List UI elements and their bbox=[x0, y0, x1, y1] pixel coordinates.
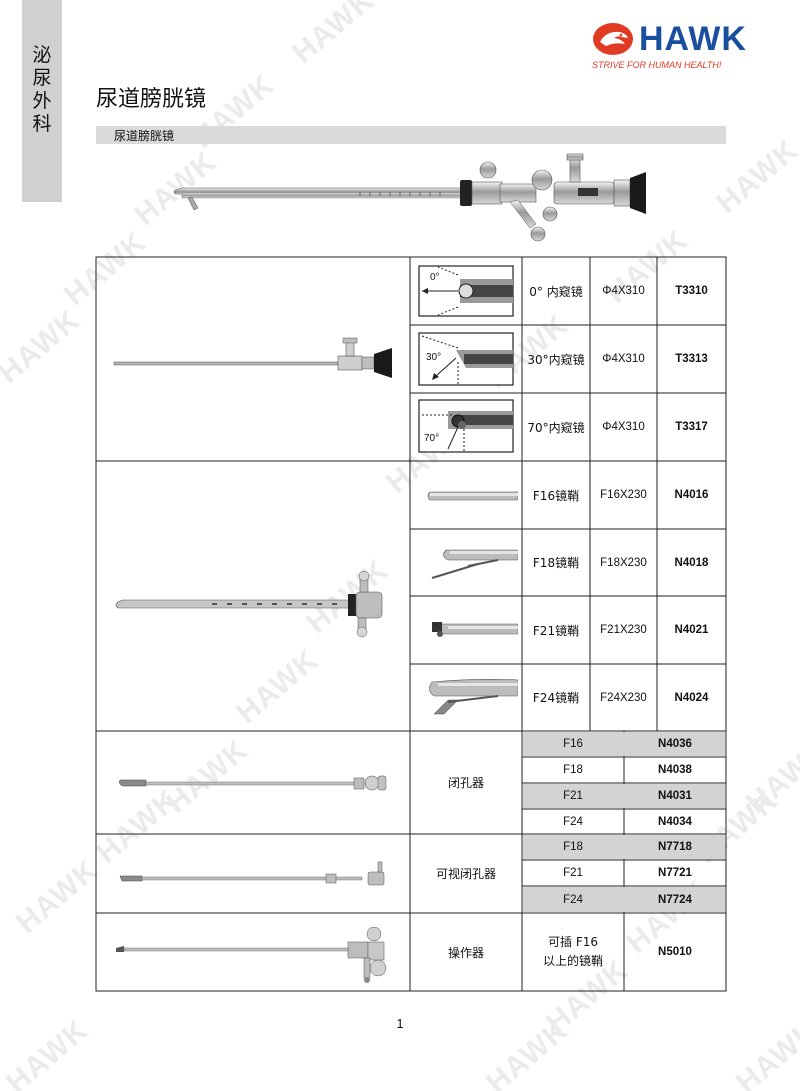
obturator-code: N4036 bbox=[658, 738, 692, 750]
sheath-name: F16镜鞘 bbox=[532, 488, 580, 503]
obturator-code: N4031 bbox=[658, 790, 692, 802]
telescope-code: T3317 bbox=[675, 421, 708, 433]
side-char: 泌 bbox=[32, 44, 52, 66]
working-element-desc-line: 可插 F16 bbox=[548, 935, 598, 949]
telescope-spec: Φ4X310 bbox=[602, 353, 645, 365]
sheath-name: F21镜鞘 bbox=[532, 623, 580, 638]
shaded-row bbox=[523, 784, 725, 808]
angle-label: 70° bbox=[424, 433, 439, 444]
telescope-name: 70°内窥镜 bbox=[527, 420, 585, 435]
sheath-code: N4018 bbox=[674, 556, 709, 569]
angle-30-tip-diagram: 30° bbox=[418, 332, 514, 386]
section-label: 尿道膀胱镜 bbox=[114, 129, 175, 143]
obturator-size: F21 bbox=[563, 790, 583, 802]
visual-obturator-code: N7724 bbox=[658, 893, 692, 906]
sheath-code: N4021 bbox=[674, 624, 709, 636]
telescope-name: 0° 内窥镜 bbox=[529, 284, 583, 299]
obturator-size: F18 bbox=[563, 764, 583, 776]
telescope-image bbox=[113, 337, 392, 378]
hawk-emblem-icon bbox=[593, 23, 633, 55]
brand-logo: HAWK STRIVE FOR HUMAN HEALTH! bbox=[592, 20, 746, 72]
page-title: 尿道膀胱镜 bbox=[96, 87, 207, 112]
visual-obturator-size: F24 bbox=[563, 893, 583, 906]
brand-name: HAWK bbox=[639, 20, 747, 58]
sheath-spec: F18X230 bbox=[600, 556, 647, 569]
angle-label: 0° bbox=[430, 272, 440, 283]
working-element-description: 可插 F16 以上的镜鞘 bbox=[522, 913, 624, 991]
telescope-code: T3313 bbox=[675, 353, 708, 365]
sheath-spec: F16X230 bbox=[600, 489, 647, 501]
obturator-code: N4038 bbox=[658, 764, 692, 776]
visual-obturator-code: N7718 bbox=[658, 841, 692, 853]
side-char: 尿 bbox=[32, 67, 52, 89]
sheath-f21-tip-image bbox=[432, 622, 518, 637]
working-element-label: 操作器 bbox=[447, 945, 484, 960]
side-category-tab bbox=[22, 0, 62, 202]
obturator-label: 闭孔器 bbox=[447, 776, 484, 790]
sheath-image bbox=[115, 570, 383, 638]
telescope-spec: Φ4X310 bbox=[602, 285, 645, 297]
visual-obturator-label: 可视闭孔器 bbox=[435, 867, 496, 881]
page-number: 1 bbox=[396, 1016, 404, 1031]
shaded-row bbox=[523, 835, 725, 859]
telescope-spec: Φ4X310 bbox=[602, 421, 645, 433]
angle-0-tip-diagram: 0° bbox=[418, 265, 514, 317]
section-header-bar: 尿道膀胱镜 bbox=[96, 126, 726, 144]
side-char: 外 bbox=[32, 90, 52, 112]
sheath-f18-tip-image bbox=[431, 549, 518, 579]
brand-slogan: STRIVE FOR HUMAN HEALTH! bbox=[592, 60, 722, 70]
shaded-row bbox=[523, 732, 725, 756]
visual-obturator-image bbox=[119, 861, 385, 886]
shaded-row bbox=[523, 887, 725, 912]
sheath-f16-tip-image bbox=[427, 491, 518, 501]
telescope-name: 30°内窥镜 bbox=[527, 352, 585, 367]
obturator-code: N4034 bbox=[658, 815, 692, 828]
sheath-spec: F24X230 bbox=[600, 691, 647, 704]
side-category-label: 泌 尿 外 科 bbox=[30, 44, 54, 136]
working-element-desc-line: 以上的镜鞘 bbox=[542, 954, 603, 968]
working-element-image bbox=[116, 926, 387, 983]
obturator-size: F24 bbox=[563, 815, 583, 828]
angle-70-tip-diagram: 70° bbox=[418, 399, 514, 453]
visual-obturator-size: F21 bbox=[563, 867, 583, 879]
angle-label: 30° bbox=[426, 352, 441, 363]
visual-obturator-code: N7721 bbox=[658, 867, 692, 879]
working-element-code: N5010 bbox=[658, 946, 692, 958]
sheath-code: N4016 bbox=[674, 489, 709, 501]
telescope-code: T3310 bbox=[675, 285, 708, 297]
sheath-code: N4024 bbox=[674, 691, 709, 704]
cystoscope-assembly-image bbox=[173, 153, 646, 242]
sheath-name: F18镜鞘 bbox=[532, 556, 580, 570]
side-char: 科 bbox=[32, 113, 52, 135]
obturator-image bbox=[119, 775, 387, 791]
visual-obturator-size: F18 bbox=[563, 841, 583, 853]
sheath-f24-tip-image bbox=[429, 679, 518, 715]
sheath-spec: F21X230 bbox=[600, 624, 647, 636]
sheath-name: F24镜鞘 bbox=[532, 691, 580, 705]
obturator-size: F16 bbox=[563, 738, 583, 750]
